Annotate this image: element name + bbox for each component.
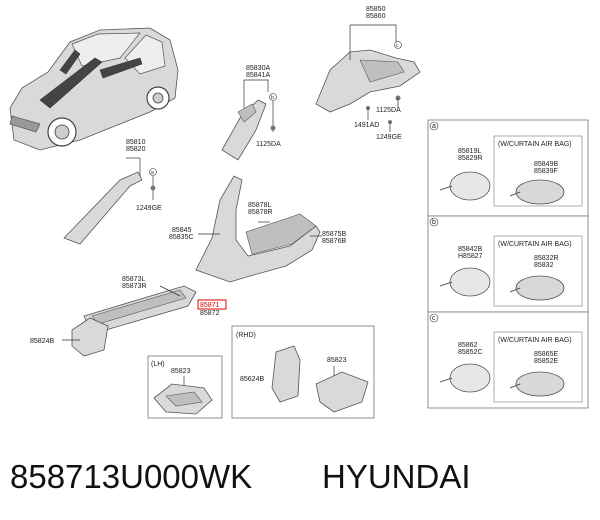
label-1491AD: 1491AD — [354, 122, 379, 129]
label-85850: 85850 — [366, 6, 386, 13]
panel-b-part-2: H85827 — [458, 253, 483, 260]
detail-panel-c: c (W/CURTAIN AIR BAG) 85862 85852C 85865… — [427, 311, 589, 409]
detail-panel-b: b (W/CURTAIN AIR BAG) 85842B H85827 8583… — [427, 215, 589, 313]
panel-b-part-4: 85832 — [534, 262, 554, 269]
label-85860: 85860 — [366, 13, 386, 20]
panel-c-part-1: 85862 — [458, 342, 478, 349]
lh-box-title: (LH) — [151, 361, 165, 368]
label-85810: 85810 — [126, 139, 146, 146]
label-1249GE-right: 1249GE — [376, 134, 402, 141]
lh-box-part: 85823 — [171, 368, 191, 375]
label-85878L: 85878L — [248, 202, 271, 209]
panel-a-letter: a — [432, 123, 436, 130]
panel-c-part-2: 85852C — [458, 349, 483, 356]
label-85873R: 85873R — [122, 283, 147, 290]
label-85845: 85845 — [172, 227, 192, 234]
label-85841A: 85841A — [246, 72, 270, 79]
panel-b-part-3: 85832R — [534, 255, 559, 262]
panel-a-part-4: 85839F — [534, 168, 558, 175]
callout-b-small: b — [271, 95, 274, 101]
panel-a-part-3: 85849B — [534, 161, 558, 168]
rhd-box-part-2: 85823 — [327, 357, 347, 364]
part-number-caption: 858713U000WK — [10, 458, 252, 495]
panel-b-curtain-label: (W/CURTAIN AIR BAG) — [498, 241, 572, 248]
label-85876B: 85876B — [322, 238, 346, 245]
rhd-box-part-1: 85624B — [240, 376, 264, 383]
callout-c-small: c — [396, 43, 399, 49]
vehicle-illustration — [9, 27, 179, 151]
label-85875B: 85875B — [322, 231, 346, 238]
label-85824B: 85824B — [30, 338, 54, 345]
label-85871-highlight: 85871 — [200, 302, 220, 309]
panel-c-letter: c — [432, 315, 436, 322]
label-85830A: 85830A — [246, 65, 270, 72]
label-85878R: 85878R — [248, 209, 273, 216]
panel-a-part-1: 85819L — [458, 148, 481, 155]
panel-c-part-4: 85852E — [534, 358, 558, 365]
door-scuff-assembly: 85824B 85873L 85873R 85845 85835C 85878L… — [30, 175, 346, 357]
label-1249GE-left: 1249GE — [136, 205, 162, 212]
brand-caption: HYUNDAI — [322, 458, 471, 495]
label-1125DA-right: 1125DA — [376, 107, 401, 114]
panel-b-part-1: 85842B — [458, 246, 482, 253]
rhd-detail-box: (RHD) 85624B 85823 — [231, 325, 375, 419]
label-85820: 85820 — [126, 146, 146, 153]
panel-c-part-3: 85865E — [534, 351, 558, 358]
quarter-trim: 85850 85860 c 1125DA 1491AD 1249GE — [315, 6, 421, 141]
label-85873L: 85873L — [122, 276, 145, 283]
label-1125DA-left: 1125DA — [256, 141, 281, 148]
detail-panel-a: a (W/CURTAIN AIR BAG) 85819L 85829R 8584… — [427, 119, 589, 217]
panel-a-part-2: 85829R — [458, 155, 483, 162]
rhd-box-title: (RHD) — [236, 332, 256, 339]
panel-c-curtain-label: (W/CURTAIN AIR BAG) — [498, 337, 572, 344]
center-pillar-trim: 85830A 85841A b 1125DA — [221, 65, 281, 161]
panel-a-curtain-label: (W/CURTAIN AIR BAG) — [498, 141, 572, 148]
label-85835C: 85835C — [169, 234, 194, 241]
callout-a-small: a — [151, 170, 154, 176]
label-85872: 85872 — [200, 310, 220, 317]
front-pillar-trim: 85810 85820 a 1249GE — [63, 139, 162, 245]
lh-detail-box: (LH) 85823 — [147, 355, 223, 419]
panel-b-letter: b — [432, 219, 436, 226]
